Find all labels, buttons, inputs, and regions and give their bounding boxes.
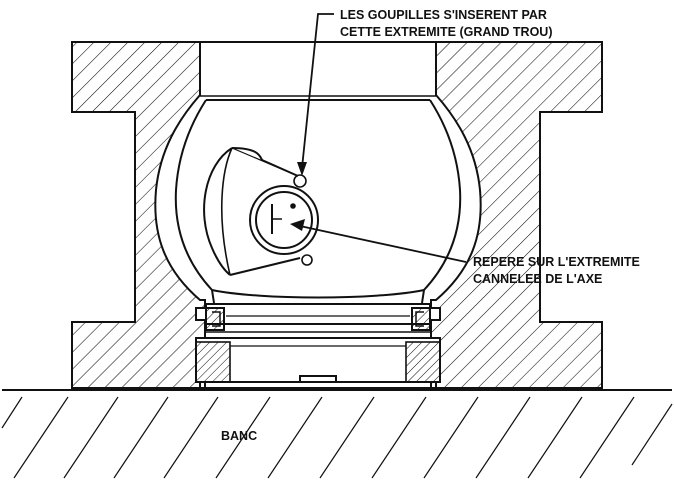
label-pins-line2: CETTE EXTREMITE (GRAND TROU) <box>340 25 553 39</box>
leader-pins <box>297 13 334 176</box>
label-mark-line2: CANNELEE DE L'AXE <box>473 272 602 286</box>
pin-dot <box>290 203 296 209</box>
valve-body-left <box>71 41 206 389</box>
valve-disc <box>203 147 301 276</box>
valve-body-right <box>430 41 603 389</box>
label-mark-line1: REPERE SUR L'EXTREMITE <box>473 255 640 269</box>
shaft-end <box>249 174 319 266</box>
leader-mark <box>290 219 467 263</box>
label-bench: BANC <box>221 429 257 443</box>
bench <box>1 389 673 479</box>
seat-ring <box>195 303 441 389</box>
label-pins-line1: LES GOUPILLES S'INSERENT PAR <box>340 8 547 22</box>
valve-bore <box>174 41 462 304</box>
bench-hatch <box>1 396 673 479</box>
